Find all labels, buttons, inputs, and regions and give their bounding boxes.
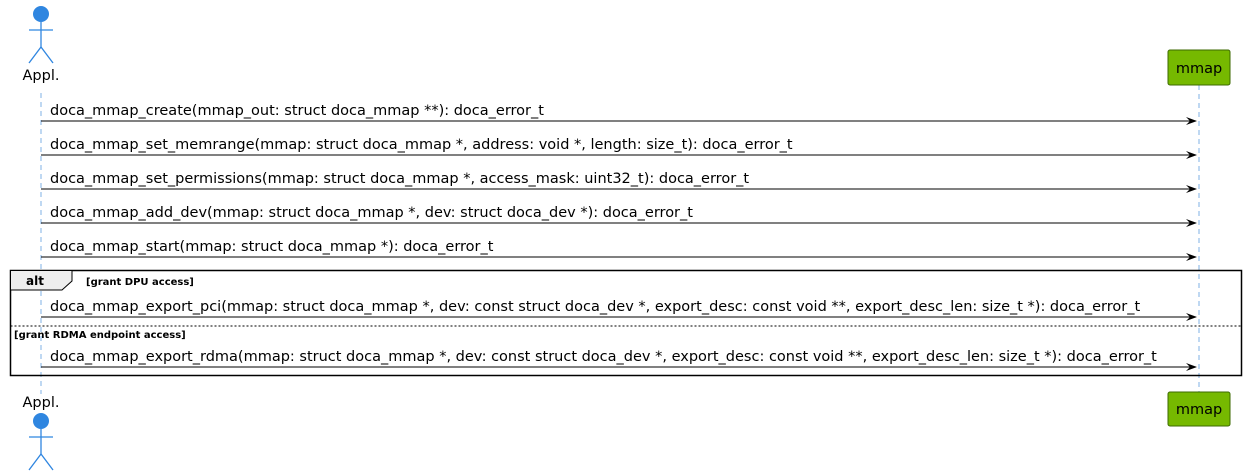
alt-frame (9, 269, 1243, 377)
alt-guard-1: [grant DPU access] (86, 277, 194, 288)
mmap-participant-top: mmap (1167, 49, 1231, 86)
mmap-label-bottom: mmap (1176, 402, 1222, 418)
actor-bottom: Appl. (23, 395, 60, 471)
alt-message-1: doca_mmap_export_pci(mmap: struct doca_m… (41, 299, 1197, 321)
mmap-box-top (1167, 49, 1231, 86)
message-2: doca_mmap_set_memrange(mmap: struct doca… (41, 137, 1197, 159)
alt-fragment: alt [grant DPU access] doca_mmap_export_… (9, 269, 1243, 377)
actor-body-icon-bottom (28, 429, 54, 471)
message-3-label: doca_mmap_set_permissions(mmap: struct d… (50, 171, 749, 187)
actor-head-icon-bottom (33, 413, 49, 429)
alt-message-2-arrowhead-icon (1186, 363, 1197, 371)
alt-keyword: alt (26, 274, 44, 288)
alt-message-1-arrowhead-icon (1186, 313, 1197, 321)
message-4-arrowhead-icon (1186, 219, 1197, 227)
actor-top: Appl. (23, 6, 60, 84)
actor-body-icon (28, 22, 54, 64)
alt-message-1-label: doca_mmap_export_pci(mmap: struct doca_m… (50, 299, 1140, 315)
mmap-box-bottom (1167, 391, 1231, 427)
alt-tab (10, 270, 73, 291)
mmap-participant-bottom: mmap (1167, 391, 1231, 427)
message-2-label: doca_mmap_set_memrange(mmap: struct doca… (50, 137, 793, 153)
actor-label-top: Appl. (23, 68, 60, 84)
alt-message-2: doca_mmap_export_rdma(mmap: struct doca_… (41, 349, 1197, 371)
message-3-arrowhead-icon (1186, 185, 1197, 193)
message-1-label: doca_mmap_create(mmap_out: struct doca_m… (50, 103, 544, 119)
actor-label-bottom: Appl. (23, 395, 60, 411)
message-5: doca_mmap_start(mmap: struct doca_mmap *… (41, 239, 1197, 261)
message-5-arrowhead-icon (1186, 253, 1197, 261)
message-3: doca_mmap_set_permissions(mmap: struct d… (41, 171, 1197, 193)
message-2-arrowhead-icon (1186, 151, 1197, 159)
alt-message-2-label: doca_mmap_export_rdma(mmap: struct doca_… (50, 349, 1157, 365)
actor-head-icon (33, 6, 49, 22)
message-4-label: doca_mmap_add_dev(mmap: struct doca_mmap… (50, 205, 693, 221)
message-4: doca_mmap_add_dev(mmap: struct doca_mmap… (41, 205, 1197, 227)
message-1-arrowhead-icon (1186, 117, 1197, 125)
alt-guard-2: [grant RDMA endpoint access] (14, 330, 186, 341)
mmap-label-top: mmap (1176, 61, 1222, 77)
message-1: doca_mmap_create(mmap_out: struct doca_m… (41, 103, 1197, 125)
message-5-label: doca_mmap_start(mmap: struct doca_mmap *… (50, 239, 494, 255)
